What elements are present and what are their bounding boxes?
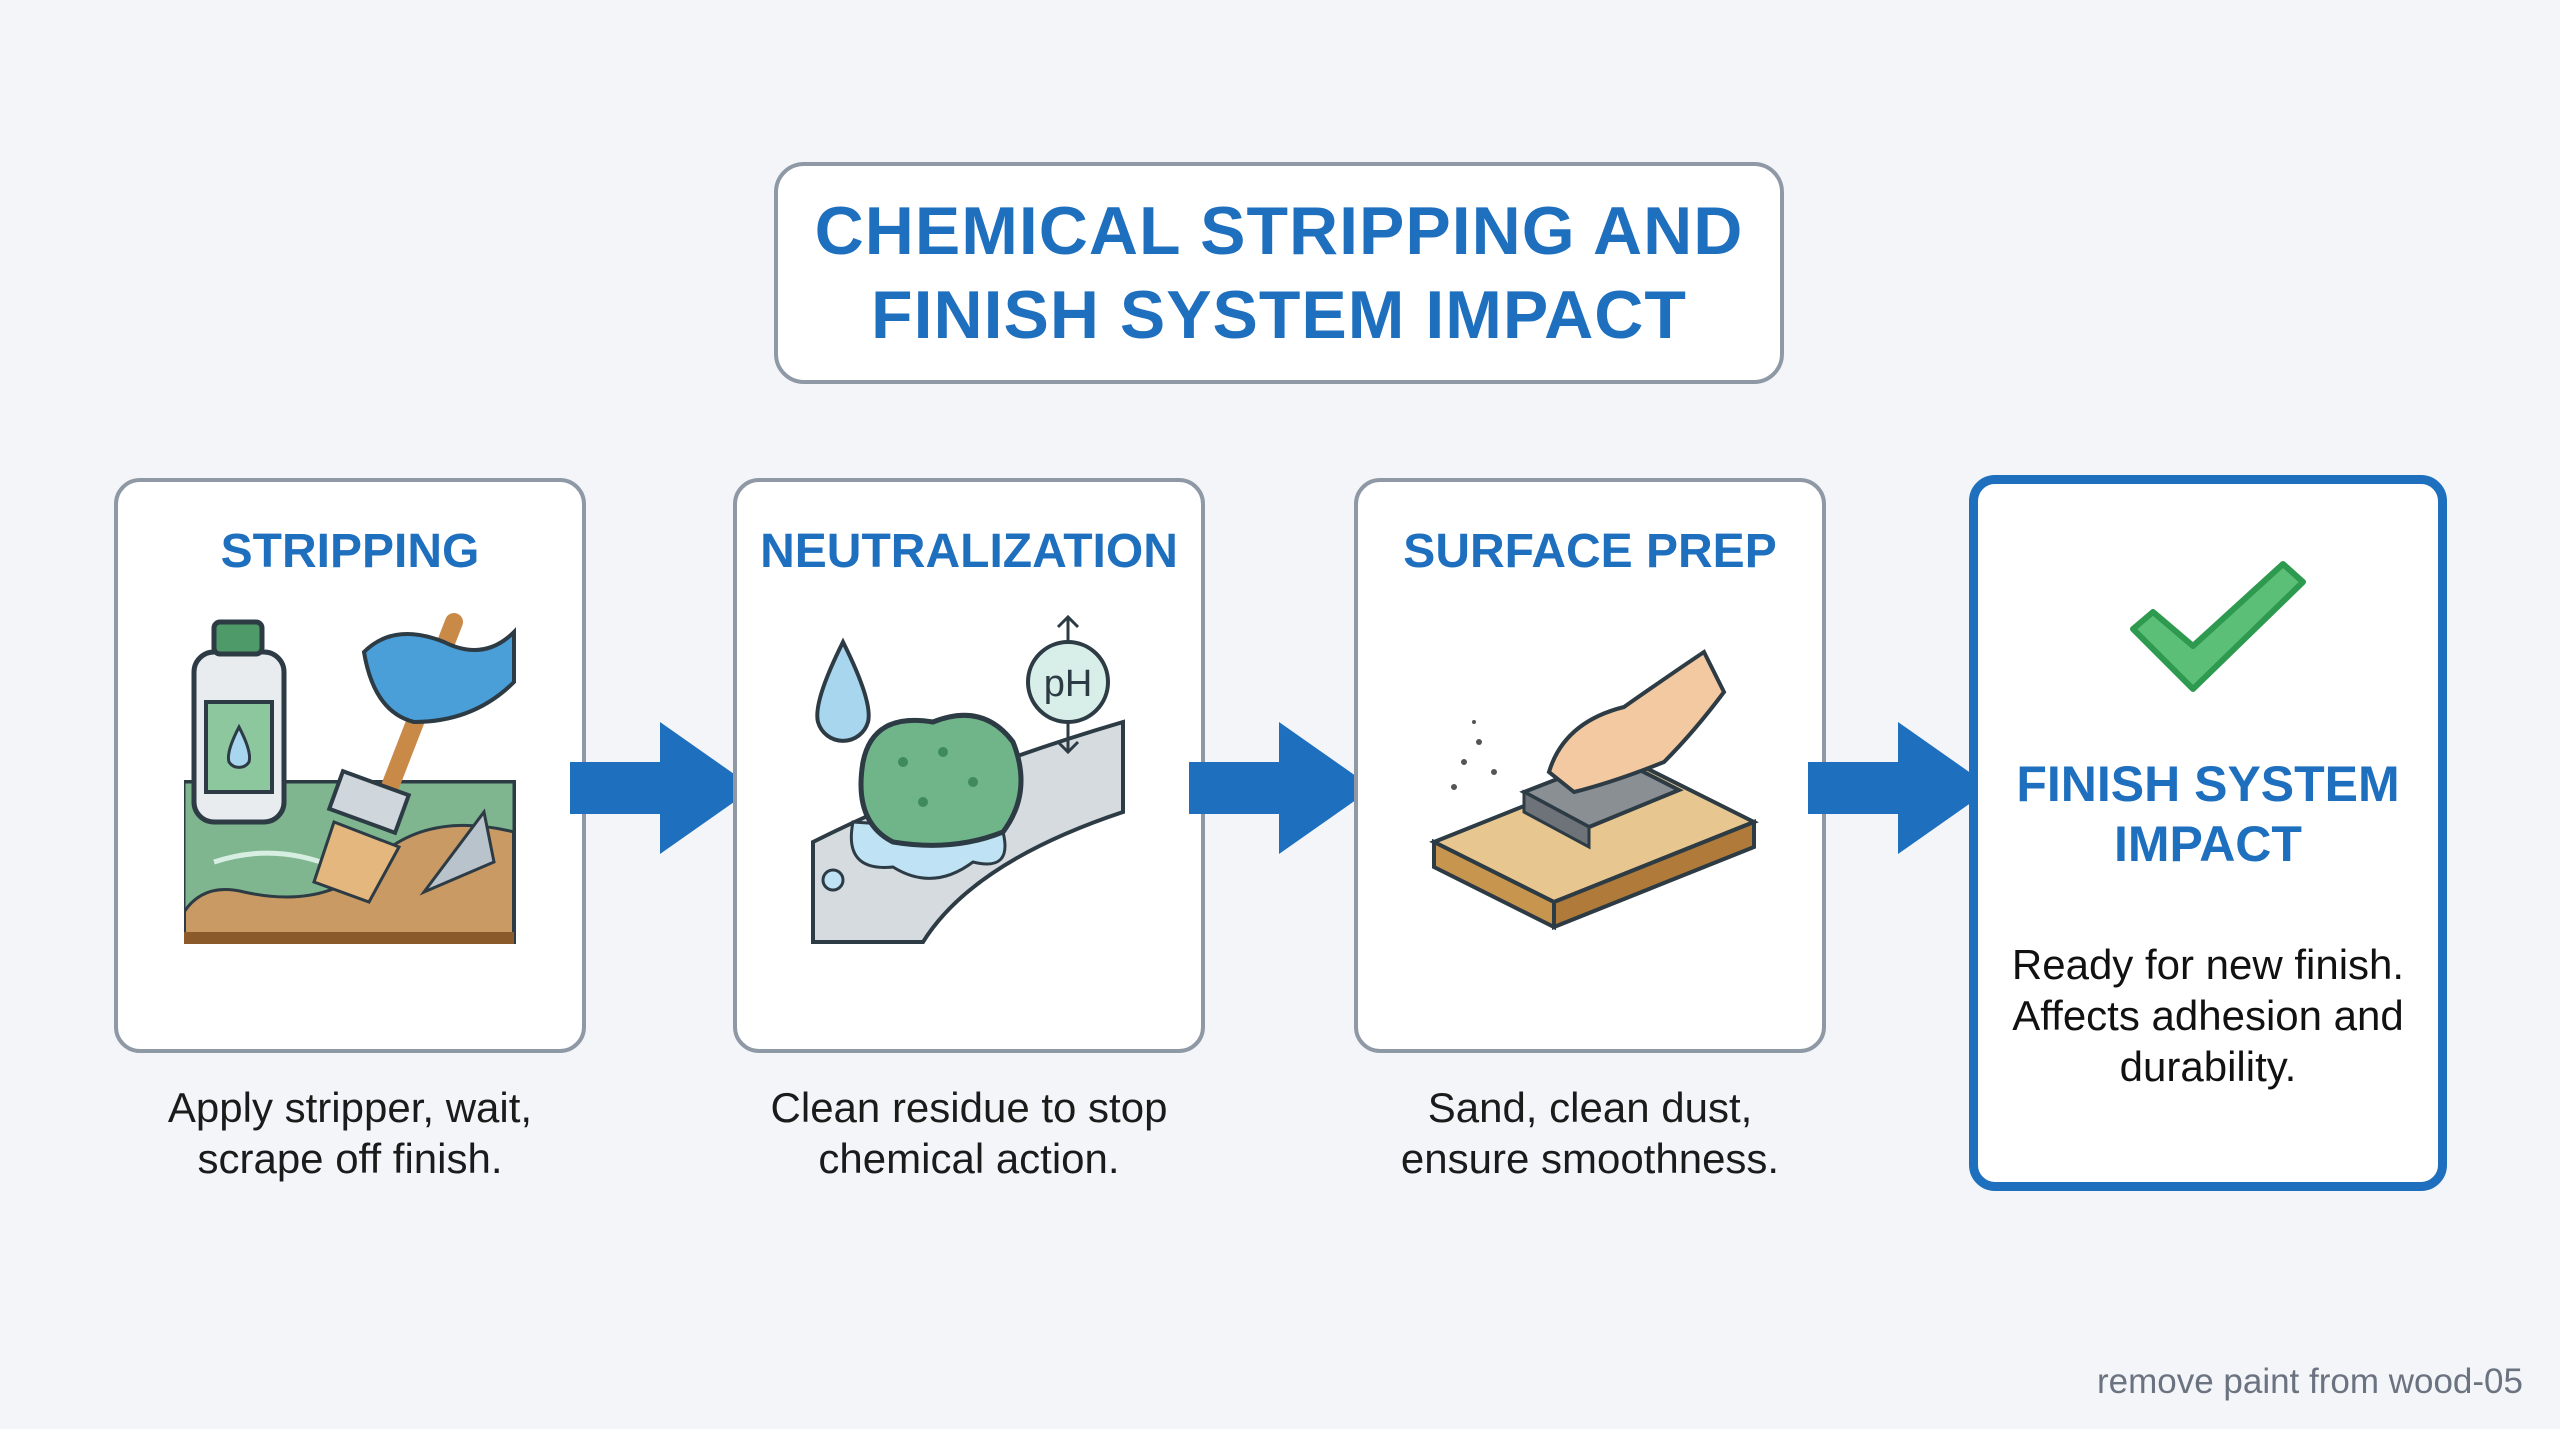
step-caption-neutralization: Clean residue to stop chemical action. — [733, 1082, 1205, 1184]
footer-label: remove paint from wood-05 — [2096, 1362, 2523, 1401]
sponge-ph-icon: pH — [811, 614, 1125, 944]
step-card-surface-prep: SURFACE PREP — [1354, 478, 1826, 1053]
step-heading: STRIPPING — [220, 525, 480, 578]
caption-line: Clean residue to stop — [770, 1084, 1168, 1131]
caption-line: ensure smoothness. — [1400, 1135, 1780, 1182]
svg-text:pH: pH — [1044, 663, 1093, 705]
step-card-neutralization: NEUTRALIZATION pH — [733, 478, 1205, 1053]
desc-line: Ready for new finish. — [2011, 941, 2405, 988]
caption-line: Apply stripper, wait, — [167, 1084, 533, 1131]
result-heading: FINISH SYSTEM IMPACT — [1978, 754, 2438, 874]
arrow-right-icon — [570, 722, 754, 854]
result-heading-line: FINISH SYSTEM — [2016, 756, 2400, 812]
step-caption-stripping: Apply stripper, wait, scrape off finish. — [114, 1082, 586, 1184]
caption-line: Sand, clean dust, — [1427, 1084, 1753, 1131]
caption-line: chemical action. — [818, 1135, 1120, 1182]
title-box: CHEMICAL STRIPPING AND FINISH SYSTEM IMP… — [774, 162, 1784, 384]
title-line-1: CHEMICAL STRIPPING AND — [814, 193, 1744, 269]
step-card-stripping: STRIPPING — [114, 478, 586, 1053]
caption-line: scrape off finish. — [197, 1135, 503, 1182]
step-heading: SURFACE PREP — [1403, 525, 1777, 578]
desc-line: Affects adhesion and — [2012, 992, 2404, 1039]
title-line-2: FINISH SYSTEM IMPACT — [871, 277, 1687, 353]
result-heading-line: IMPACT — [2114, 816, 2302, 872]
stripper-brush-icon — [184, 613, 516, 944]
arrow-right-icon — [1808, 722, 1992, 854]
result-description: Ready for new finish. Affects adhesion a… — [1978, 939, 2438, 1092]
result-card-finish-system-impact: FINISH SYSTEM IMPACT Ready for new finis… — [1969, 475, 2447, 1191]
desc-line: durability. — [2119, 1043, 2297, 1090]
step-caption-surface-prep: Sand, clean dust, ensure smoothness. — [1354, 1082, 1826, 1184]
arrow-right-icon — [1189, 722, 1373, 854]
sanding-block-icon — [1429, 649, 1759, 931]
checkmark-icon — [2130, 561, 2306, 692]
step-heading: NEUTRALIZATION — [760, 525, 1178, 578]
